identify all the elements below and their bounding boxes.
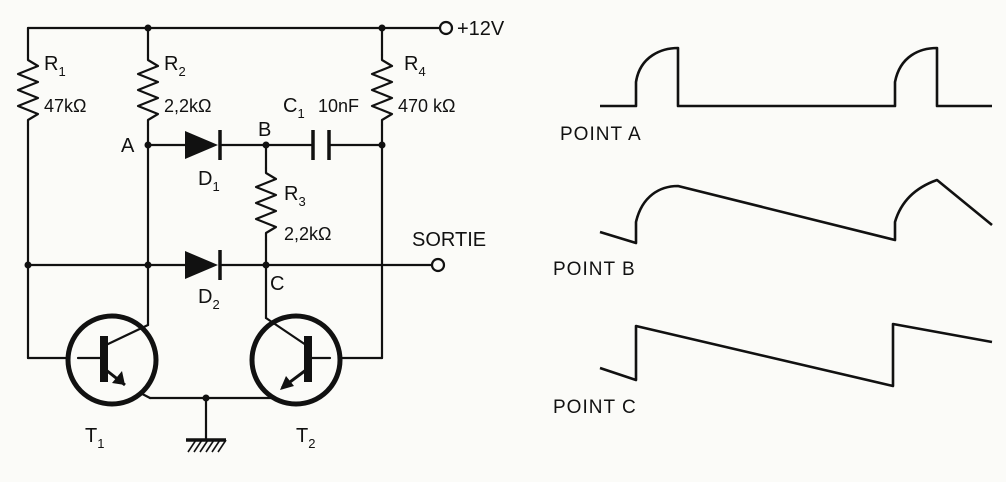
waveform-c-label: POINT C xyxy=(553,397,637,418)
c1-name: C xyxy=(283,95,297,117)
output-terminal: SORTIE xyxy=(412,229,486,273)
d1-name: D xyxy=(198,168,212,190)
svg-text:R3: R3 xyxy=(284,183,306,209)
d2-index: 2 xyxy=(212,297,219,312)
node-c-label: C xyxy=(270,273,284,295)
svg-text:T1: T1 xyxy=(85,425,104,451)
svg-text:D2: D2 xyxy=(198,286,220,312)
r2-index: 2 xyxy=(178,64,185,79)
diode-d1: D1 xyxy=(185,130,222,194)
t2-name: T xyxy=(296,425,308,447)
c1-value: 10nF xyxy=(318,96,359,116)
waveform-point-b: POINT B xyxy=(553,178,993,280)
svg-text:D1: D1 xyxy=(198,168,220,194)
output-label: SORTIE xyxy=(412,229,486,251)
r1-index: 1 xyxy=(58,64,65,79)
d1-index: 1 xyxy=(212,179,219,194)
waveform-b-label: POINT B xyxy=(553,259,636,280)
svg-text:C1: C1 xyxy=(283,95,305,121)
r3-value: 2,2kΩ xyxy=(284,224,331,244)
junction-dots xyxy=(24,24,386,402)
capacitor-c1: C1 10nF xyxy=(283,95,359,160)
d2-name: D xyxy=(198,286,212,308)
supply-label: +12V xyxy=(457,18,505,40)
r1-value: 47kΩ xyxy=(44,96,86,116)
r3-index: 3 xyxy=(298,194,305,209)
waveform-point-a: POINT A xyxy=(560,46,992,145)
r4-value: 470 kΩ xyxy=(398,96,456,116)
transistor-t1: T1 xyxy=(65,313,159,451)
resistor-r4: R4 470 kΩ xyxy=(370,53,456,127)
c1-index: 1 xyxy=(297,106,304,121)
svg-text:T2: T2 xyxy=(296,425,315,451)
resistor-r2: R2 2,2kΩ xyxy=(136,53,211,127)
resistor-r3: R3 2,2kΩ xyxy=(254,166,331,244)
t1-name: T xyxy=(85,425,97,447)
r1-name: R xyxy=(44,53,58,75)
svg-text:R1: R1 xyxy=(44,53,66,79)
svg-text:R2: R2 xyxy=(164,53,186,79)
circuit-wires xyxy=(26,26,442,442)
resistor-r1: R1 47kΩ xyxy=(16,53,86,127)
t2-index: 2 xyxy=(308,436,315,451)
r2-name: R xyxy=(164,53,178,75)
waveform-a-label: POINT A xyxy=(560,124,642,145)
r4-name: R xyxy=(404,53,418,75)
svg-text:R4: R4 xyxy=(404,53,426,79)
r2-value: 2,2kΩ xyxy=(164,96,211,116)
t1-index: 1 xyxy=(97,436,104,451)
node-b-label: B xyxy=(258,119,271,141)
supply-terminal: +12V xyxy=(438,18,505,40)
node-a-label: A xyxy=(121,135,135,157)
r3-name: R xyxy=(284,183,298,205)
r4-index: 4 xyxy=(418,64,425,79)
waveform-point-c: POINT C xyxy=(553,322,993,418)
ground-symbol xyxy=(186,438,227,453)
diode-d2: D2 xyxy=(185,250,222,312)
transistor-t2: T2 xyxy=(249,313,343,451)
